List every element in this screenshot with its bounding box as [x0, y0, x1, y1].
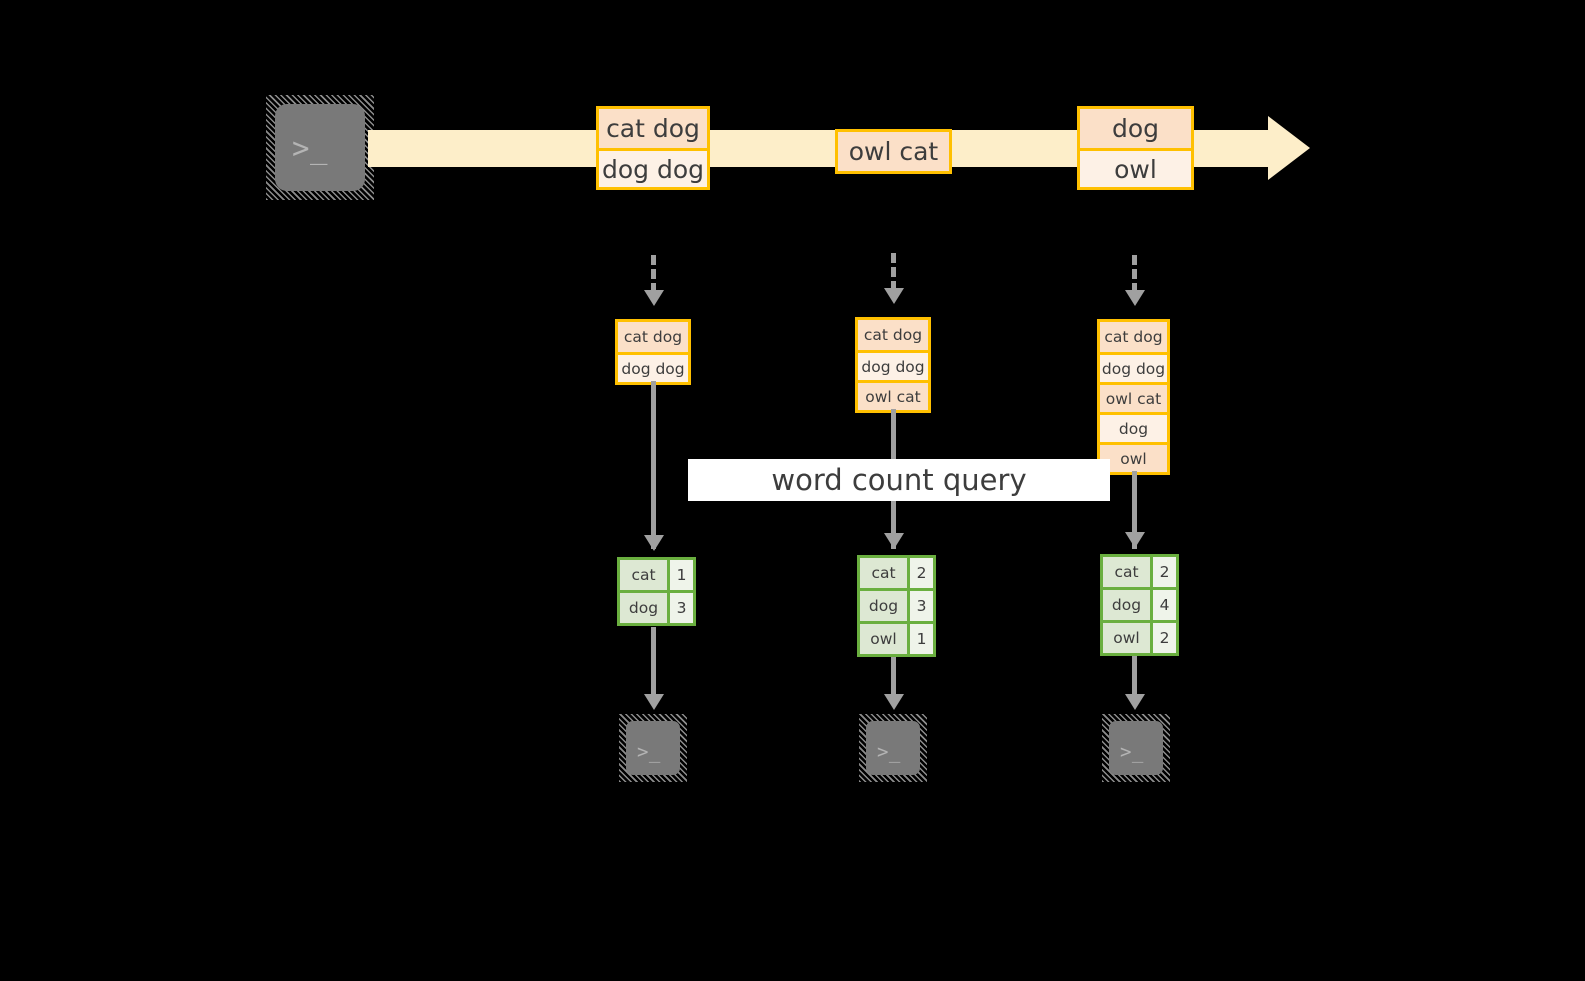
result-row: dog 4	[1103, 587, 1176, 620]
result-row: owl 2	[1103, 620, 1176, 653]
result-count: 1	[667, 560, 693, 590]
stream-to-snapshot-connector-2	[891, 253, 896, 291]
stream-to-snapshot-arrowhead-3	[1125, 290, 1145, 306]
result-to-sink-connector-2	[891, 657, 896, 699]
result-row: cat 2	[860, 558, 933, 588]
stream-to-snapshot-connector-1	[651, 255, 656, 293]
snapshot-row: dog	[1100, 412, 1167, 442]
snapshot-row: owl cat	[1100, 382, 1167, 412]
snapshot-to-result-connector-3	[1132, 471, 1137, 549]
stream-to-snapshot-connector-3	[1132, 255, 1137, 293]
result-word: dog	[1103, 590, 1150, 620]
result-count: 2	[907, 558, 933, 588]
snapshot-row: dog dog	[1100, 352, 1167, 382]
result-row: cat 2	[1103, 557, 1176, 587]
snapshot-to-result-arrowhead-3	[1125, 532, 1145, 548]
sink-terminal-icon-2: >_	[859, 714, 927, 782]
result-count: 4	[1150, 590, 1176, 620]
result-count: 2	[1150, 623, 1176, 653]
snapshot-to-result-arrowhead-2	[884, 533, 904, 549]
snapshot-row: owl	[1100, 442, 1167, 472]
result-word: cat	[620, 560, 667, 590]
stream-event-2: owl cat	[835, 129, 952, 174]
snapshot-table-3: cat dog dog dog owl cat dog owl	[1097, 319, 1170, 475]
sink-terminal-icon-3: >_	[1102, 714, 1170, 782]
terminal-screen: >_	[626, 721, 680, 775]
terminal-screen: >_	[866, 721, 920, 775]
result-word: owl	[1103, 623, 1150, 653]
terminal-screen: >_	[1109, 721, 1163, 775]
snapshot-table-1: cat dog dog dog	[615, 319, 691, 385]
snapshot-row: owl cat	[858, 380, 928, 410]
result-to-sink-arrowhead-2	[884, 694, 904, 710]
result-row: owl 1	[860, 621, 933, 654]
result-row: dog 3	[620, 590, 693, 623]
result-to-sink-arrowhead-1	[644, 694, 664, 710]
result-count: 3	[907, 591, 933, 621]
result-to-sink-connector-3	[1132, 656, 1137, 699]
result-table-3: cat 2 dog 4 owl 2	[1100, 554, 1179, 656]
source-terminal-icon: >_	[266, 95, 374, 200]
stream-event-line: owl	[1080, 148, 1191, 187]
result-word: cat	[1103, 557, 1150, 587]
terminal-prompt-glyph: >_	[292, 131, 329, 165]
snapshot-to-result-connector-1	[651, 381, 656, 549]
result-word: owl	[860, 624, 907, 654]
stream-arrow-head	[1268, 116, 1310, 180]
snapshot-row: cat dog	[618, 322, 688, 352]
snapshot-row: dog dog	[858, 350, 928, 380]
result-table-2: cat 2 dog 3 owl 1	[857, 555, 936, 657]
terminal-prompt-glyph: >_	[637, 741, 661, 763]
result-count: 3	[667, 593, 693, 623]
stream-event-line: cat dog	[599, 109, 707, 148]
query-label: word count query	[688, 459, 1110, 501]
result-word: cat	[860, 558, 907, 588]
stream-to-snapshot-arrowhead-2	[884, 288, 904, 304]
result-word: dog	[860, 591, 907, 621]
result-row: dog 3	[860, 588, 933, 621]
stream-event-line: dog dog	[599, 148, 707, 187]
stream-event-line: owl cat	[838, 132, 949, 171]
result-to-sink-connector-1	[651, 627, 656, 699]
terminal-prompt-glyph: >_	[1120, 741, 1144, 763]
result-table-1: cat 1 dog 3	[617, 557, 696, 626]
snapshot-row: dog dog	[618, 352, 688, 382]
snapshot-to-result-arrowhead-1	[644, 535, 664, 551]
terminal-screen: >_	[275, 104, 365, 191]
sink-terminal-icon-1: >_	[619, 714, 687, 782]
snapshot-row: cat dog	[1100, 322, 1167, 352]
result-to-sink-arrowhead-3	[1125, 694, 1145, 710]
result-count: 1	[907, 624, 933, 654]
stream-to-snapshot-arrowhead-1	[644, 290, 664, 306]
snapshot-table-2: cat dog dog dog owl cat	[855, 317, 931, 413]
result-row: cat 1	[620, 560, 693, 590]
stream-event-1: cat dog dog dog	[596, 106, 710, 190]
snapshot-row: cat dog	[858, 320, 928, 350]
result-word: dog	[620, 593, 667, 623]
stream-event-line: dog	[1080, 109, 1191, 148]
terminal-prompt-glyph: >_	[877, 741, 901, 763]
stream-event-3: dog owl	[1077, 106, 1194, 190]
result-count: 2	[1150, 557, 1176, 587]
